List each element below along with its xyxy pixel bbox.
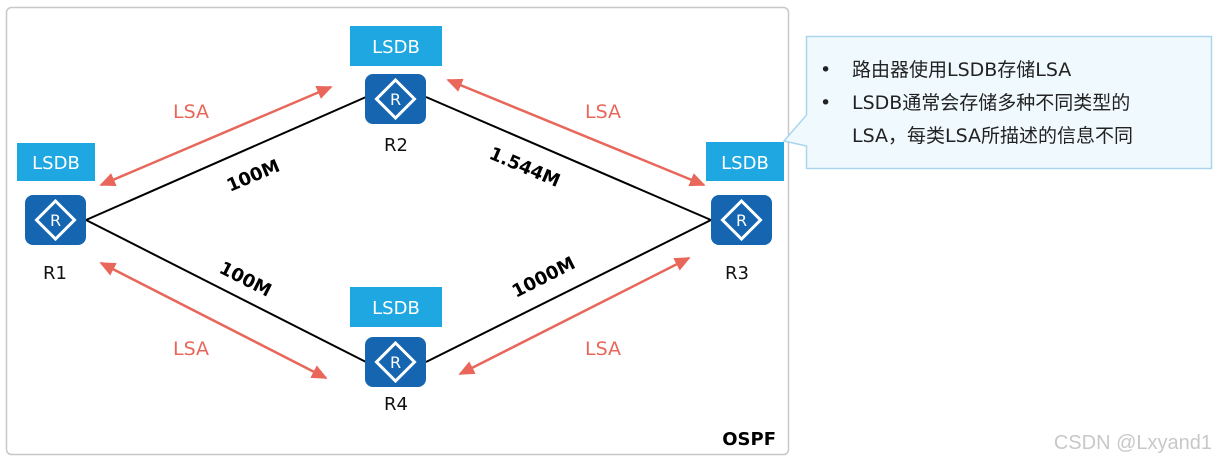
router-label-r3: R3 (725, 263, 749, 284)
lsdb-box-r3 (706, 142, 784, 181)
router-glyph: R (50, 211, 61, 230)
router-label-r1: R1 (43, 263, 67, 284)
watermark: CSDN @Lxyand1 (1054, 432, 1212, 454)
callout-shape (782, 35, 1213, 170)
lsa-arrow-r2-r3 (446, 78, 706, 187)
router-r4[interactable]: LSDB R R4 (350, 287, 442, 415)
lsa-arrow-r1-r4 (99, 261, 328, 380)
lsdb-label-r2: LSDB (372, 37, 420, 58)
router-r1[interactable]: LSDB R R1 (17, 143, 95, 284)
router-r3[interactable]: LSDB R R3 (706, 142, 784, 284)
callout-bullet: • (820, 92, 831, 114)
callout-line: 路由器使用LSDB存储LSA (852, 59, 1071, 81)
lsa-arrow-r1-r2 (99, 85, 333, 187)
router-r2[interactable]: LSDB R R2 (350, 26, 442, 156)
lsa-label-r4-r3: LSA (585, 338, 621, 360)
lsa-arrows (99, 78, 706, 380)
router-icon: R (711, 195, 772, 245)
router-glyph: R (390, 353, 401, 372)
lsdb-label-r3: LSDB (721, 153, 769, 174)
router-icon: R (25, 195, 86, 245)
router-glyph: R (390, 90, 401, 109)
lsdb-box-r2 (350, 26, 442, 66)
callout-line: LSA，每类LSA所描述的信息不同 (852, 125, 1133, 147)
lsa-label-r2-r3: LSA (585, 101, 621, 123)
lsdb-box-r4 (350, 287, 442, 327)
lsdb-label-r4: LSDB (372, 298, 420, 319)
router-label-r4: R4 (384, 394, 408, 415)
router-icon: R (365, 337, 426, 387)
lsdb-box-r1 (17, 143, 95, 181)
lsdb-label-r1: LSDB (32, 153, 80, 174)
router-glyph: R (736, 211, 747, 230)
lsa-label-r1-r2: LSA (173, 101, 209, 123)
ospf-tag: OSPF (722, 429, 776, 450)
callout-line: LSDB通常会存储多种不同类型的 (852, 92, 1130, 114)
router-icon: R (365, 74, 426, 124)
callout: • 路由器使用LSDB存储LSA • LSDB通常会存储多种不同类型的 LSA，… (782, 35, 1213, 170)
callout-bullet: • (820, 59, 831, 81)
lsa-arrow-r4-r3 (458, 256, 691, 376)
lsa-label-r1-r4: LSA (173, 338, 209, 360)
router-label-r2: R2 (384, 135, 408, 156)
